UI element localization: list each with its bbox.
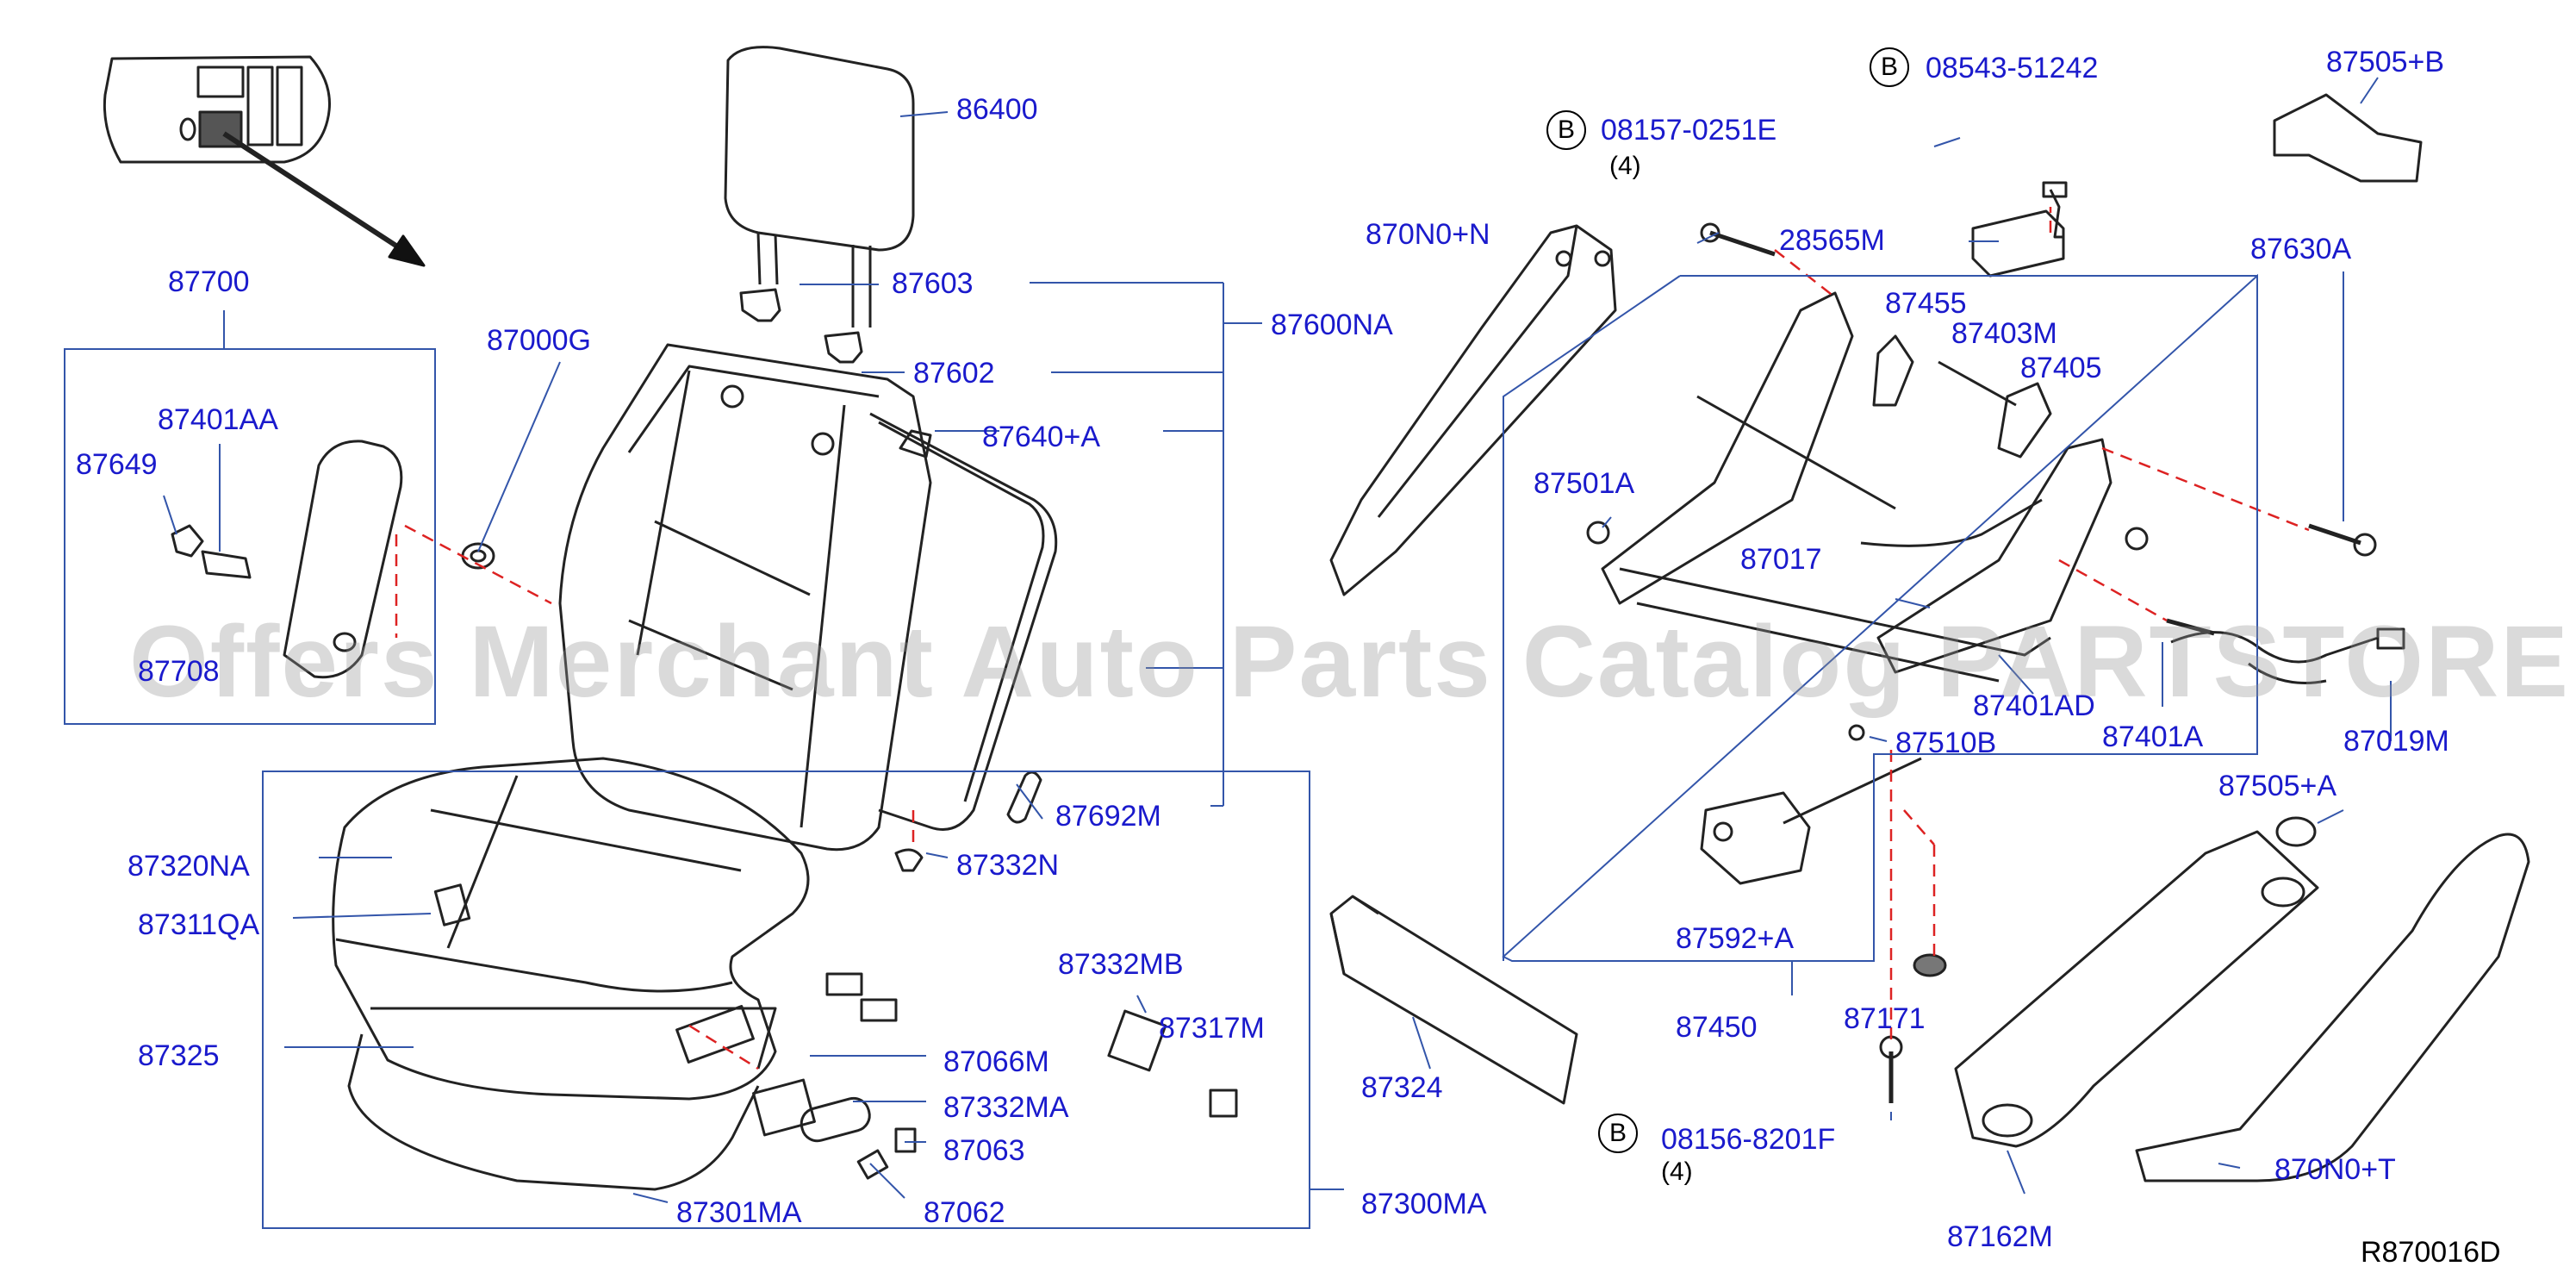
part-label-87510B[interactable]: 87510B — [1895, 727, 1997, 759]
bolt-badge-2: B — [1870, 47, 1909, 87]
part-label-87300MA[interactable]: 87300MA — [1361, 1188, 1487, 1220]
part-label-87455[interactable]: 87455 — [1885, 287, 1967, 320]
fasteners-drawing — [1586, 181, 2377, 1103]
quantity-label-1: (4) — [1609, 152, 1641, 180]
part-label-87505B[interactable]: 87505+B — [2326, 46, 2445, 78]
motor-drawing — [1700, 757, 1922, 885]
vehicle-locator-icon — [103, 55, 426, 267]
quantity-label-2: (4) — [1661, 1157, 1693, 1186]
dashed-guides — [395, 207, 2310, 1070]
part-label-87401AA[interactable]: 87401AA — [158, 403, 278, 436]
part-label-87602[interactable]: 87602 — [913, 357, 995, 390]
part-label-86400[interactable]: 86400 — [956, 93, 1038, 126]
part-label-870N0T[interactable]: 870N0+T — [2274, 1153, 2396, 1186]
part-label-87708[interactable]: 87708 — [138, 655, 220, 688]
armrest-drawing — [171, 440, 403, 679]
part-label-87505A[interactable]: 87505+A — [2218, 770, 2337, 802]
part-label-87603[interactable]: 87603 — [892, 267, 974, 300]
part-label-87640A[interactable]: 87640+A — [982, 421, 1101, 453]
outer-finisher-drawing — [2135, 833, 2530, 1182]
rail-cover-drawing — [1329, 895, 1578, 1105]
part-label-87332MA[interactable]: 87332MA — [943, 1091, 1069, 1124]
part-label-870N0N[interactable]: 870N0+N — [1366, 218, 1490, 251]
part-label-87000G[interactable]: 87000G — [487, 324, 591, 357]
part-label-87403M[interactable]: 87403M — [1951, 317, 2057, 350]
part-label-28565M[interactable]: 28565M — [1779, 224, 1885, 257]
part-label-87301MA[interactable]: 87301MA — [676, 1196, 802, 1229]
bolt-badge-1: B — [1546, 110, 1586, 150]
part-label-87405[interactable]: 87405 — [2020, 352, 2102, 384]
part-label-87649[interactable]: 87649 — [76, 448, 158, 481]
leader-lines — [64, 77, 2392, 1229]
seat-cushion-drawing — [332, 757, 810, 1191]
part-label-87450[interactable]: 87450 — [1676, 1011, 1758, 1044]
part-label-87592A[interactable]: 87592+A — [1676, 922, 1795, 955]
part-label-87332MB[interactable]: 87332MB — [1058, 948, 1184, 981]
bracket-drawing — [2273, 93, 2423, 183]
module-drawing — [1971, 209, 2065, 278]
part-label-87162M[interactable]: 87162M — [1947, 1220, 2053, 1253]
small-parts-drawing — [461, 429, 1238, 1180]
seat-back-drawing — [558, 343, 1058, 852]
part-label-87630A[interactable]: 87630A — [2250, 233, 2352, 265]
headrest-drawing — [724, 46, 915, 364]
part-label-87062[interactable]: 87062 — [924, 1196, 1005, 1229]
recliner-cover-drawing — [1329, 224, 1617, 596]
part-label-08156-8201F[interactable]: 08156-8201F — [1661, 1123, 1836, 1156]
part-label-08157-0251E[interactable]: 08157-0251E — [1601, 114, 1777, 147]
side-shield-drawing — [1954, 830, 2319, 1148]
part-label-87171[interactable]: 87171 — [1844, 1002, 1926, 1035]
part-label-87324[interactable]: 87324 — [1361, 1071, 1443, 1104]
part-label-87700[interactable]: 87700 — [168, 265, 250, 298]
part-label-87320NA[interactable]: 87320NA — [128, 850, 250, 883]
part-label-87066M[interactable]: 87066M — [943, 1045, 1049, 1078]
seat-frame-drawing — [1601, 291, 2149, 683]
part-label-87401A[interactable]: 87401A — [2102, 721, 2204, 753]
part-label-87600NA[interactable]: 87600NA — [1271, 309, 1393, 341]
part-label-08543-51242[interactable]: 08543-51242 — [1926, 52, 2099, 84]
part-label-87325[interactable]: 87325 — [138, 1039, 220, 1072]
bolt-badge-3: B — [1598, 1114, 1638, 1153]
part-label-87311QA[interactable]: 87311QA — [138, 908, 260, 941]
part-label-87692M[interactable]: 87692M — [1055, 800, 1161, 833]
part-label-87317M[interactable]: 87317M — [1159, 1012, 1265, 1045]
diagram-code: R870016D — [2361, 1236, 2501, 1269]
part-label-87501A[interactable]: 87501A — [1534, 467, 1635, 500]
part-label-87401AD[interactable]: 87401AD — [1973, 689, 2095, 722]
part-label-87332N[interactable]: 87332N — [956, 849, 1060, 882]
part-label-87019M[interactable]: 87019M — [2343, 725, 2449, 758]
part-label-87063[interactable]: 87063 — [943, 1134, 1025, 1167]
watermark-text: Offers Merchant Auto Parts Catalog PARTS… — [129, 605, 2576, 719]
part-label-87017[interactable]: 87017 — [1740, 543, 1822, 576]
